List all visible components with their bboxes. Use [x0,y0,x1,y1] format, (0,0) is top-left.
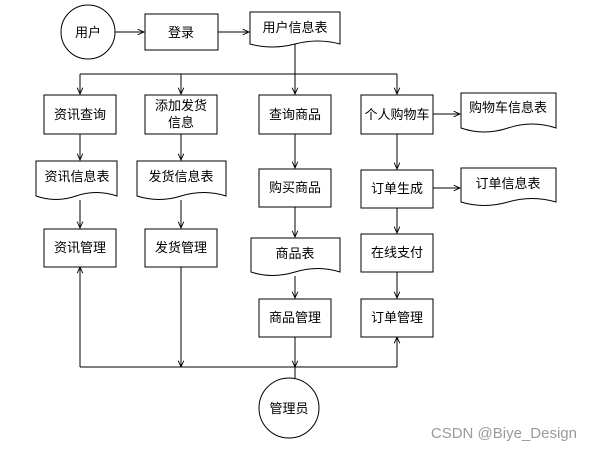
node-order-management: 订单管理 [360,298,434,338]
node-order-generate-label: 订单生成 [371,182,423,197]
node-add-shipping-info: 添加发货 信息 [144,94,218,135]
node-shipping-management-label: 发货管理 [155,240,207,256]
node-order-info-table-label: 订单信息表 [475,176,540,192]
node-news-query: 资讯查询 [43,94,117,135]
node-product-table-label: 商品表 [275,247,314,262]
node-personal-cart: 个人购物车 [360,94,434,135]
node-cart-info-table: 购物车信息表 [460,92,557,133]
node-order-info-table: 订单信息表 [460,167,557,206]
node-login: 登录 [144,13,219,51]
node-login-label: 登录 [168,26,194,41]
node-buy-product: 购买商品 [258,168,332,208]
node-order-generate: 订单生成 [360,169,434,209]
node-buy-product-label: 购买商品 [269,180,321,196]
node-news-query-label: 资讯查询 [54,108,106,123]
node-user-label: 用户 [75,25,101,41]
node-personal-cart-label: 个人购物车 [364,107,429,123]
node-order-management-label: 订单管理 [371,311,423,326]
node-user-info-table-label: 用户信息表 [262,20,327,36]
node-query-product: 查询商品 [258,94,332,135]
node-news-management-label: 资讯管理 [54,241,106,256]
node-add-shipping-line1: 添加发货 [155,98,207,114]
node-admin: 管理员 [258,377,320,439]
node-add-shipping-line2: 信息 [168,115,194,131]
node-online-payment: 在线支付 [360,233,434,273]
watermark-text: CSDN @Biye_Design [431,425,577,442]
node-user-info-table: 用户信息表 [249,11,341,48]
node-news-management: 资讯管理 [43,228,117,268]
node-product-management: 商品管理 [258,298,332,338]
node-shipping-info-table-label: 发货信息表 [148,169,213,185]
node-cart-info-table-label: 购物车信息表 [469,100,547,116]
connectors [80,32,460,378]
node-product-management-label: 商品管理 [269,311,321,326]
node-admin-label: 管理员 [269,402,308,417]
node-online-payment-label: 在线支付 [371,246,423,261]
node-product-table: 商品表 [250,237,341,276]
node-news-info-table: 资讯信息表 [35,160,118,200]
node-query-product-label: 查询商品 [269,108,321,123]
node-news-info-table-label: 资讯信息表 [44,169,109,185]
node-shipping-management: 发货管理 [144,228,218,268]
node-user: 用户 [60,4,116,60]
node-shipping-info-table: 发货信息表 [136,160,227,200]
